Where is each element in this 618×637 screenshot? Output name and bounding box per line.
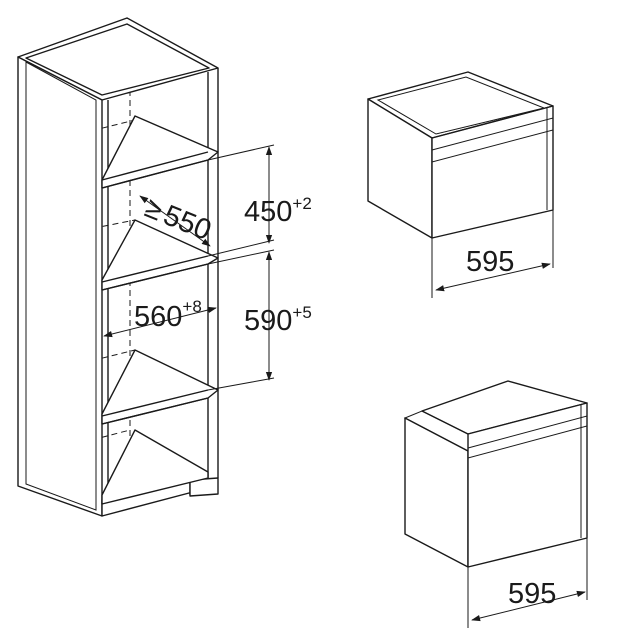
appliance-top-width-label: 595 bbox=[466, 246, 514, 278]
niche-width-label: 560+8 bbox=[134, 297, 202, 333]
cabinet-shelves bbox=[101, 115, 219, 505]
appliance-bottom-width-label: 595 bbox=[508, 578, 556, 610]
appliance-bottom: 595 bbox=[403, 380, 588, 628]
cabinet-dimension-lines bbox=[103, 144, 275, 391]
cabinet-outline bbox=[17, 17, 219, 517]
appliance-top: 595 bbox=[367, 71, 554, 298]
niche-height-lower-label: 590+5 bbox=[244, 303, 312, 337]
niche-height-upper-label: 450+2 bbox=[244, 194, 312, 228]
tall-housing-cabinet: 450+2 590+5 560+8 ≥550 bbox=[17, 17, 312, 517]
